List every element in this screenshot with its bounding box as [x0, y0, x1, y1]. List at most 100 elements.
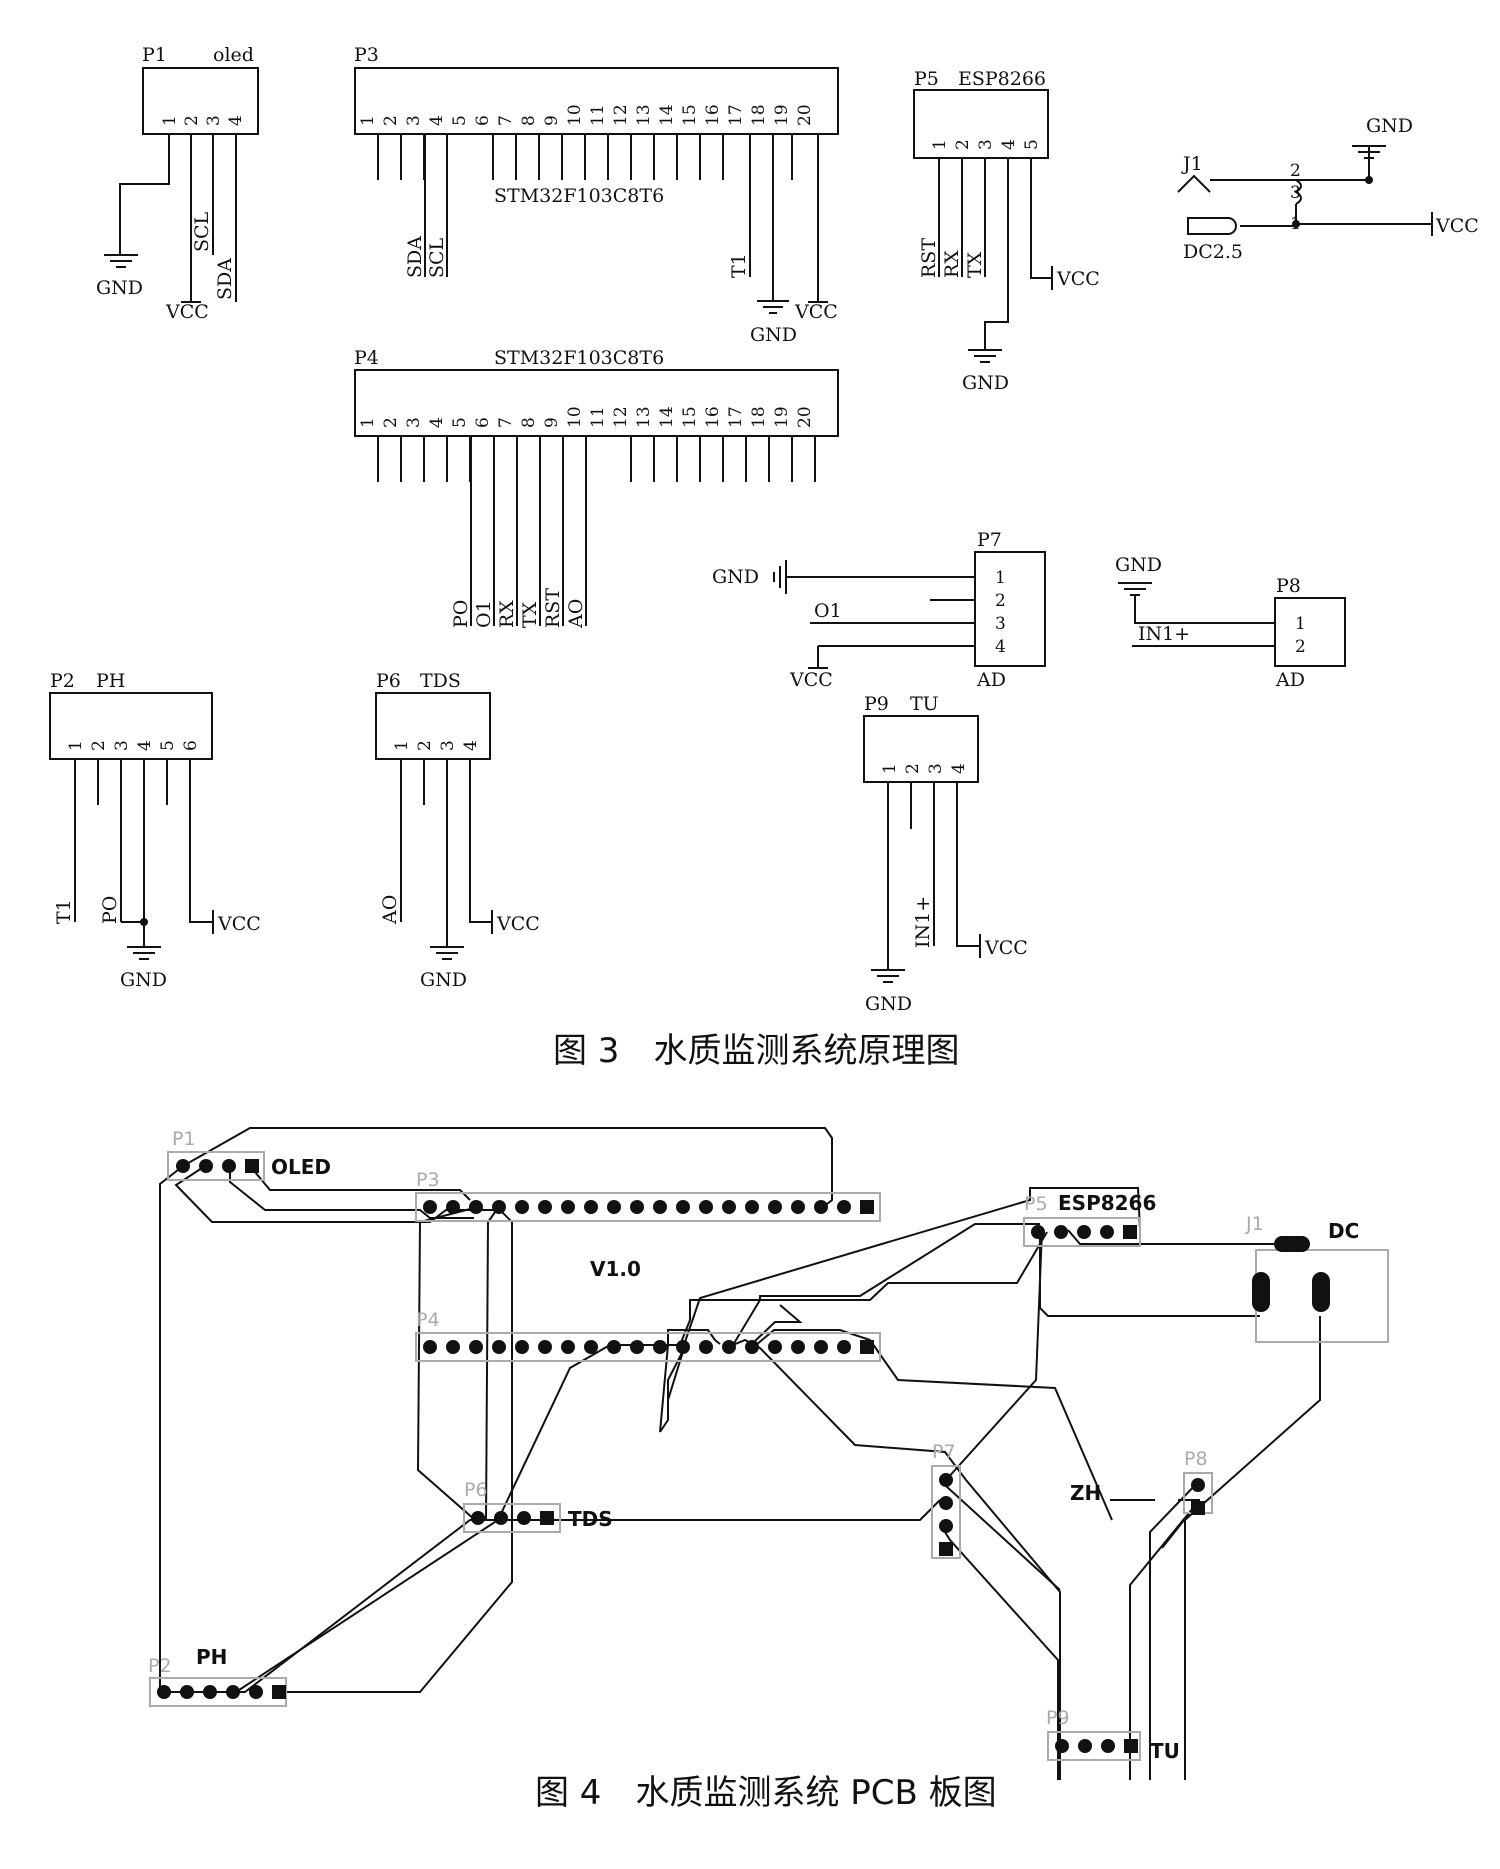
p7-pin-2: 2: [995, 591, 1006, 611]
p7-vcc-label: VCC: [789, 669, 833, 691]
pcb-label-zh: ZH: [1070, 1481, 1101, 1505]
p4-pin-8: 8: [519, 417, 539, 428]
p5-esp8266-connector: P5 ESP8266 1 2 3 4 5 RST RX TX GND VCC: [913, 68, 1100, 394]
p2-pin-2: 2: [89, 740, 109, 751]
p1-scl-label: SCL: [191, 211, 213, 252]
pcb-label-ph: PH: [196, 1645, 227, 1669]
p9-pin-4: 4: [949, 763, 969, 774]
p3-pin-20: 20: [795, 104, 815, 126]
pcb-pad: [1191, 1501, 1205, 1515]
pcb-pad: [745, 1340, 759, 1354]
p8-in1-label: IN1+: [1138, 623, 1190, 645]
p4-o1-label: O1: [473, 600, 495, 628]
p2-pin-6: 6: [181, 740, 201, 751]
pcb-pad: [561, 1340, 575, 1354]
pcb-pad: [199, 1159, 213, 1173]
pcb-pad: [1101, 1739, 1115, 1753]
pcb-pad: [1100, 1225, 1114, 1239]
pcb-pad: [515, 1200, 529, 1214]
p2-po-label: PO: [99, 896, 121, 924]
p9-vcc-label: VCC: [984, 937, 1028, 959]
p3-pin-3: 3: [404, 115, 424, 126]
j1-dc-jack: GND J1 2 3 1 VCC DC2.5: [1177, 115, 1479, 263]
p2-ref: P2: [50, 670, 75, 692]
pcb-pad: [1055, 1739, 1069, 1753]
p4-pin-1: 1: [358, 417, 378, 428]
p6-pin-4: 4: [461, 740, 481, 751]
pcb-pad: [245, 1159, 259, 1173]
p6-ao-label: AO: [379, 895, 401, 925]
p1-ref: P1: [142, 44, 167, 66]
p5-tx-label: TX: [964, 251, 986, 278]
p5-pin-2: 2: [953, 139, 973, 150]
p2-t1-label: T1: [53, 899, 75, 924]
pcb-pad: [939, 1519, 953, 1533]
pcb-pad: [180, 1685, 194, 1699]
pcb-pad: [584, 1340, 598, 1354]
p4-pin-6: 6: [473, 417, 493, 428]
p4-ref: P4: [354, 347, 379, 369]
pcb-ref-p4: P4: [416, 1309, 440, 1331]
pcb-pad: [249, 1685, 263, 1699]
p4-pin-3: 3: [404, 417, 424, 428]
pcb-pad: [722, 1200, 736, 1214]
j1-gnd-label: GND: [1366, 115, 1413, 137]
pcb-pad: [676, 1200, 690, 1214]
pcb-ref-p7: P7: [932, 1441, 956, 1463]
p9-pin-3: 3: [926, 763, 946, 774]
p6-gnd-label: GND: [420, 969, 467, 991]
p3-pin-15: 15: [680, 104, 700, 126]
p4-ao-label: AO: [565, 599, 587, 629]
p1-vcc-label: VCC: [165, 301, 209, 323]
pcb-pad: [837, 1340, 851, 1354]
p3-pin-9: 9: [542, 115, 562, 126]
p1-pin-2: 2: [182, 115, 202, 126]
p4-pin-5: 5: [450, 417, 470, 428]
p8-name: AD: [1275, 669, 1305, 691]
pcb-pad: [226, 1685, 240, 1699]
p4-pin-15: 15: [680, 406, 700, 428]
p6-ref: P6: [376, 670, 401, 692]
p3-pin-6: 6: [473, 115, 493, 126]
pcb-pad: [446, 1340, 460, 1354]
pcb-pad: [515, 1340, 529, 1354]
pcb-pad: [699, 1340, 713, 1354]
pcb-pad: [203, 1685, 217, 1699]
pcb-pad: [676, 1340, 690, 1354]
pcb-pad: [538, 1200, 552, 1214]
pcb-pad: [653, 1340, 667, 1354]
pcb-label-esp8266: ESP8266: [1058, 1191, 1156, 1215]
p3-pin-10: 10: [565, 104, 585, 126]
pcb-pad: [584, 1200, 598, 1214]
pcb-pad: [1031, 1225, 1045, 1239]
pcb-pad: [653, 1200, 667, 1214]
pcb-pad: [860, 1340, 874, 1354]
figure4-caption: 图 4 水质监测系统 PCB 板图: [535, 1773, 997, 1813]
p2-gnd-label: GND: [120, 969, 167, 991]
p3-pin-2: 2: [381, 115, 401, 126]
pcb-pad: [630, 1340, 644, 1354]
pcb-pad: [722, 1340, 736, 1354]
p5-ref: P5: [914, 68, 939, 90]
pcb-pad: [791, 1340, 805, 1354]
pcb-pad: [272, 1685, 286, 1699]
pcb-pad: [471, 1511, 485, 1525]
p9-in1-label: IN1+: [912, 896, 934, 948]
p4-pin-13: 13: [634, 406, 654, 428]
p1-name: oled: [213, 44, 254, 66]
pcb-pad: [540, 1511, 554, 1525]
pcb-label-oled: OLED: [271, 1155, 331, 1179]
p5-pin-5: 5: [1022, 139, 1042, 150]
pcb-label-tu: TU: [1150, 1739, 1180, 1763]
pcb-pad: [1124, 1739, 1138, 1753]
pcb-pad: [492, 1200, 506, 1214]
p3-pin-13: 13: [634, 104, 654, 126]
p4-mcu-name: STM32F103C8T6: [494, 347, 664, 369]
pcb-pad: [814, 1200, 828, 1214]
p1-pin-4: 4: [226, 115, 246, 126]
p9-pin-2: 2: [903, 763, 923, 774]
p4-pin-4: 4: [427, 417, 447, 428]
pcb-pad: [494, 1511, 508, 1525]
p7-gnd-label: GND: [712, 566, 759, 588]
pcb-pad: [860, 1200, 874, 1214]
